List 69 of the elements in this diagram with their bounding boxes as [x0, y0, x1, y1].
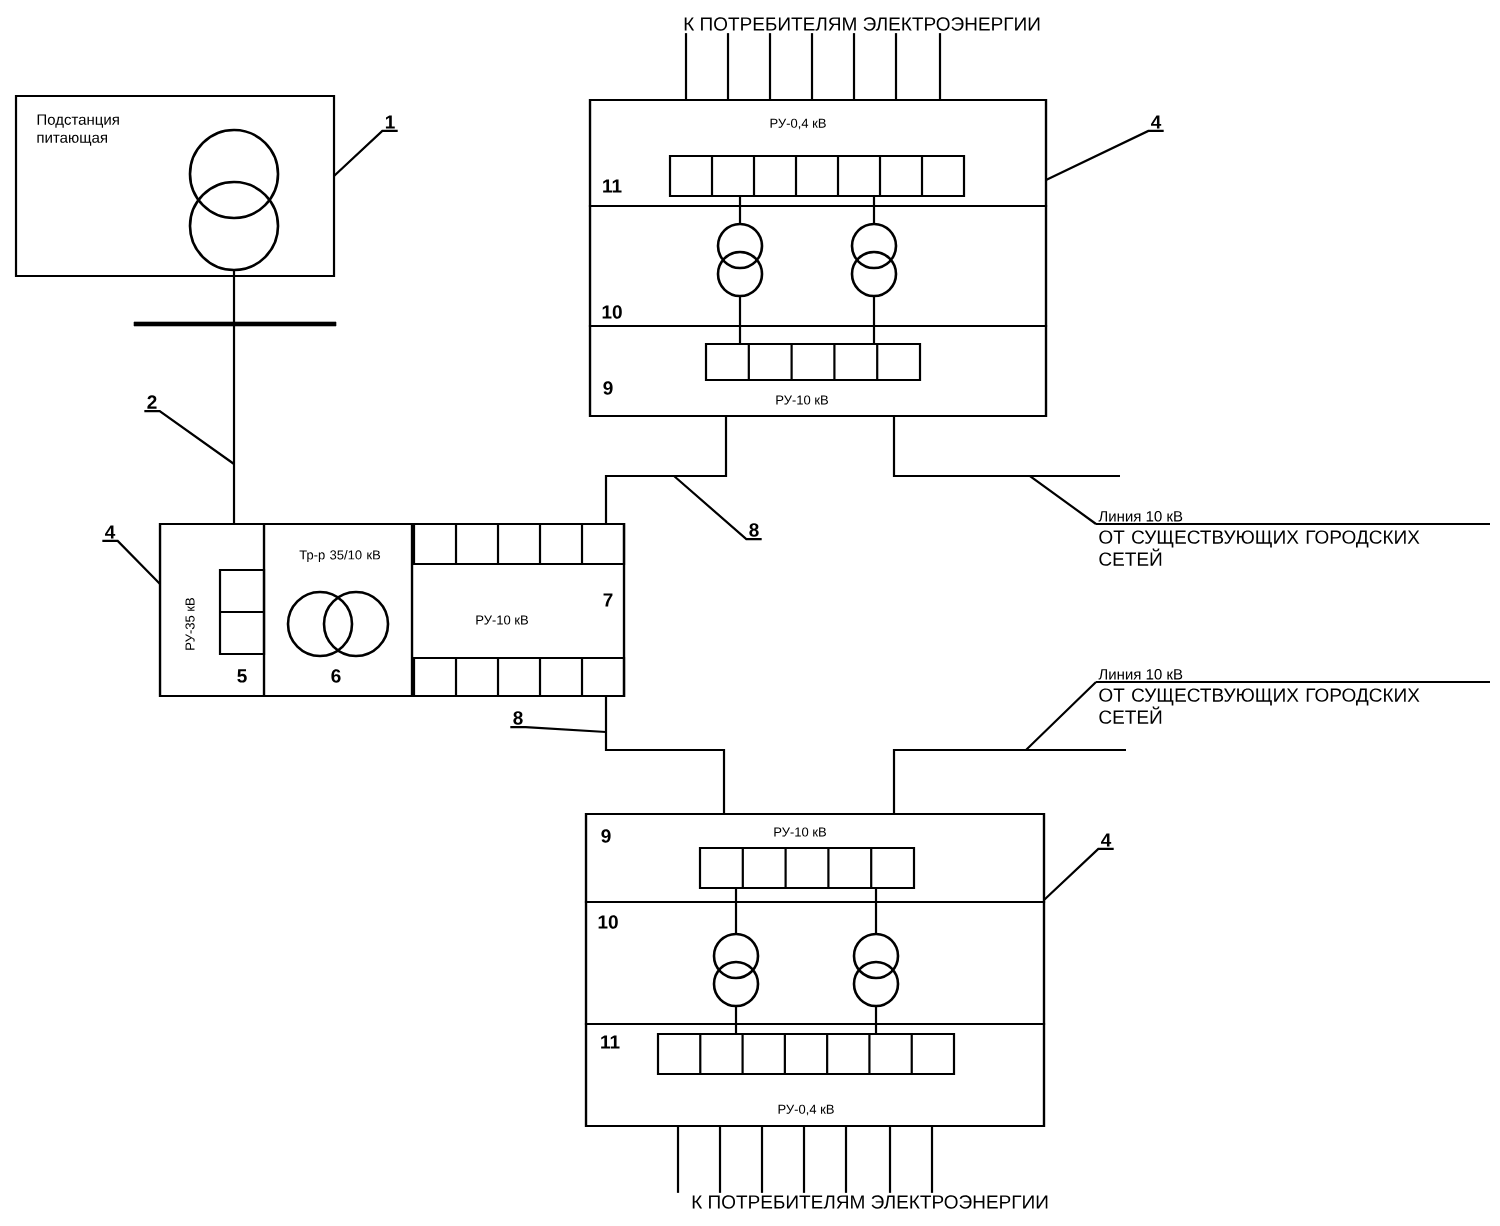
power-line — [684, 33, 688, 100]
section-number: 11 — [601, 1035, 620, 1049]
callout-number: 4 — [1101, 833, 1112, 847]
wire — [738, 306, 742, 344]
power-line — [888, 1126, 892, 1193]
section-number: 5 — [237, 669, 247, 683]
busbar — [133, 321, 337, 327]
transformer-symbol — [716, 212, 764, 308]
wire — [874, 1016, 878, 1034]
power-line — [676, 1126, 680, 1193]
wire — [872, 196, 876, 214]
section-number: 9 — [601, 829, 611, 843]
consumer-label: К ПОТРЕБИТЕЛЯМ ЭЛЕКТРОЭНЕРГИИ — [684, 17, 1040, 31]
transformer-symbol — [852, 922, 900, 1018]
transformer-symbol — [286, 590, 390, 658]
cell-row — [412, 656, 626, 698]
power-line — [726, 33, 730, 100]
callout-number: 2 — [147, 395, 157, 409]
wire — [874, 888, 878, 924]
section-number: 9 — [603, 381, 613, 395]
leader-line — [102, 539, 161, 585]
power-line — [802, 1126, 806, 1193]
cell-row — [668, 154, 966, 198]
cell-row — [218, 568, 266, 656]
power-line — [844, 1126, 848, 1193]
line-label: ОТ СУЩЕСТВУЮЩИХ ГОРОДСКИХ СЕТЕЙ — [1099, 688, 1420, 724]
section-number: 10 — [598, 915, 618, 929]
power-line — [232, 326, 236, 524]
consumer-label: К ПОТРЕБИТЕЛЯМ ЭЛЕКТРОЭНЕРГИИ — [692, 1195, 1048, 1209]
power-line — [760, 1126, 764, 1193]
callout-number: 8 — [513, 711, 523, 725]
cell-row — [656, 1032, 956, 1076]
power-line — [810, 33, 814, 100]
power-line — [768, 33, 772, 100]
transformer-symbol — [850, 212, 898, 308]
power-line — [892, 416, 1097, 525]
leader-line — [1045, 129, 1164, 181]
section-number: 6 — [331, 669, 341, 683]
cell-row — [698, 846, 916, 890]
line-label: ОТ СУЩЕСТВУЮЩИХ ГОРОДСКИХ СЕТЕЙ — [1099, 530, 1420, 566]
transformer-symbol — [712, 922, 760, 1018]
leader-line — [510, 726, 607, 734]
wire — [734, 1016, 738, 1034]
leader-line — [673, 475, 762, 541]
section-number: 10 — [602, 305, 622, 319]
power-line — [892, 681, 1097, 814]
power-line — [894, 33, 898, 100]
wire — [734, 888, 738, 924]
cell-row — [412, 522, 626, 566]
wire — [738, 196, 742, 214]
power-line — [938, 33, 942, 100]
callout-number: 8 — [749, 523, 759, 537]
cable-line — [604, 696, 726, 814]
power-line — [232, 270, 236, 322]
section-number: 7 — [603, 593, 613, 607]
section-number: 11 — [603, 179, 622, 193]
power-line — [930, 1126, 934, 1193]
leader-line — [1043, 847, 1114, 901]
wire — [872, 306, 876, 344]
cable-line — [604, 416, 728, 524]
leader-line — [144, 409, 235, 465]
power-line — [718, 1126, 722, 1193]
transformer-symbol — [188, 128, 280, 272]
callout-number: 4 — [1151, 115, 1162, 129]
callout-number: 4 — [105, 525, 116, 539]
cell-row — [704, 342, 922, 382]
callout-number: 1 — [385, 115, 395, 129]
power-line — [852, 33, 856, 100]
leader-line — [333, 129, 398, 177]
